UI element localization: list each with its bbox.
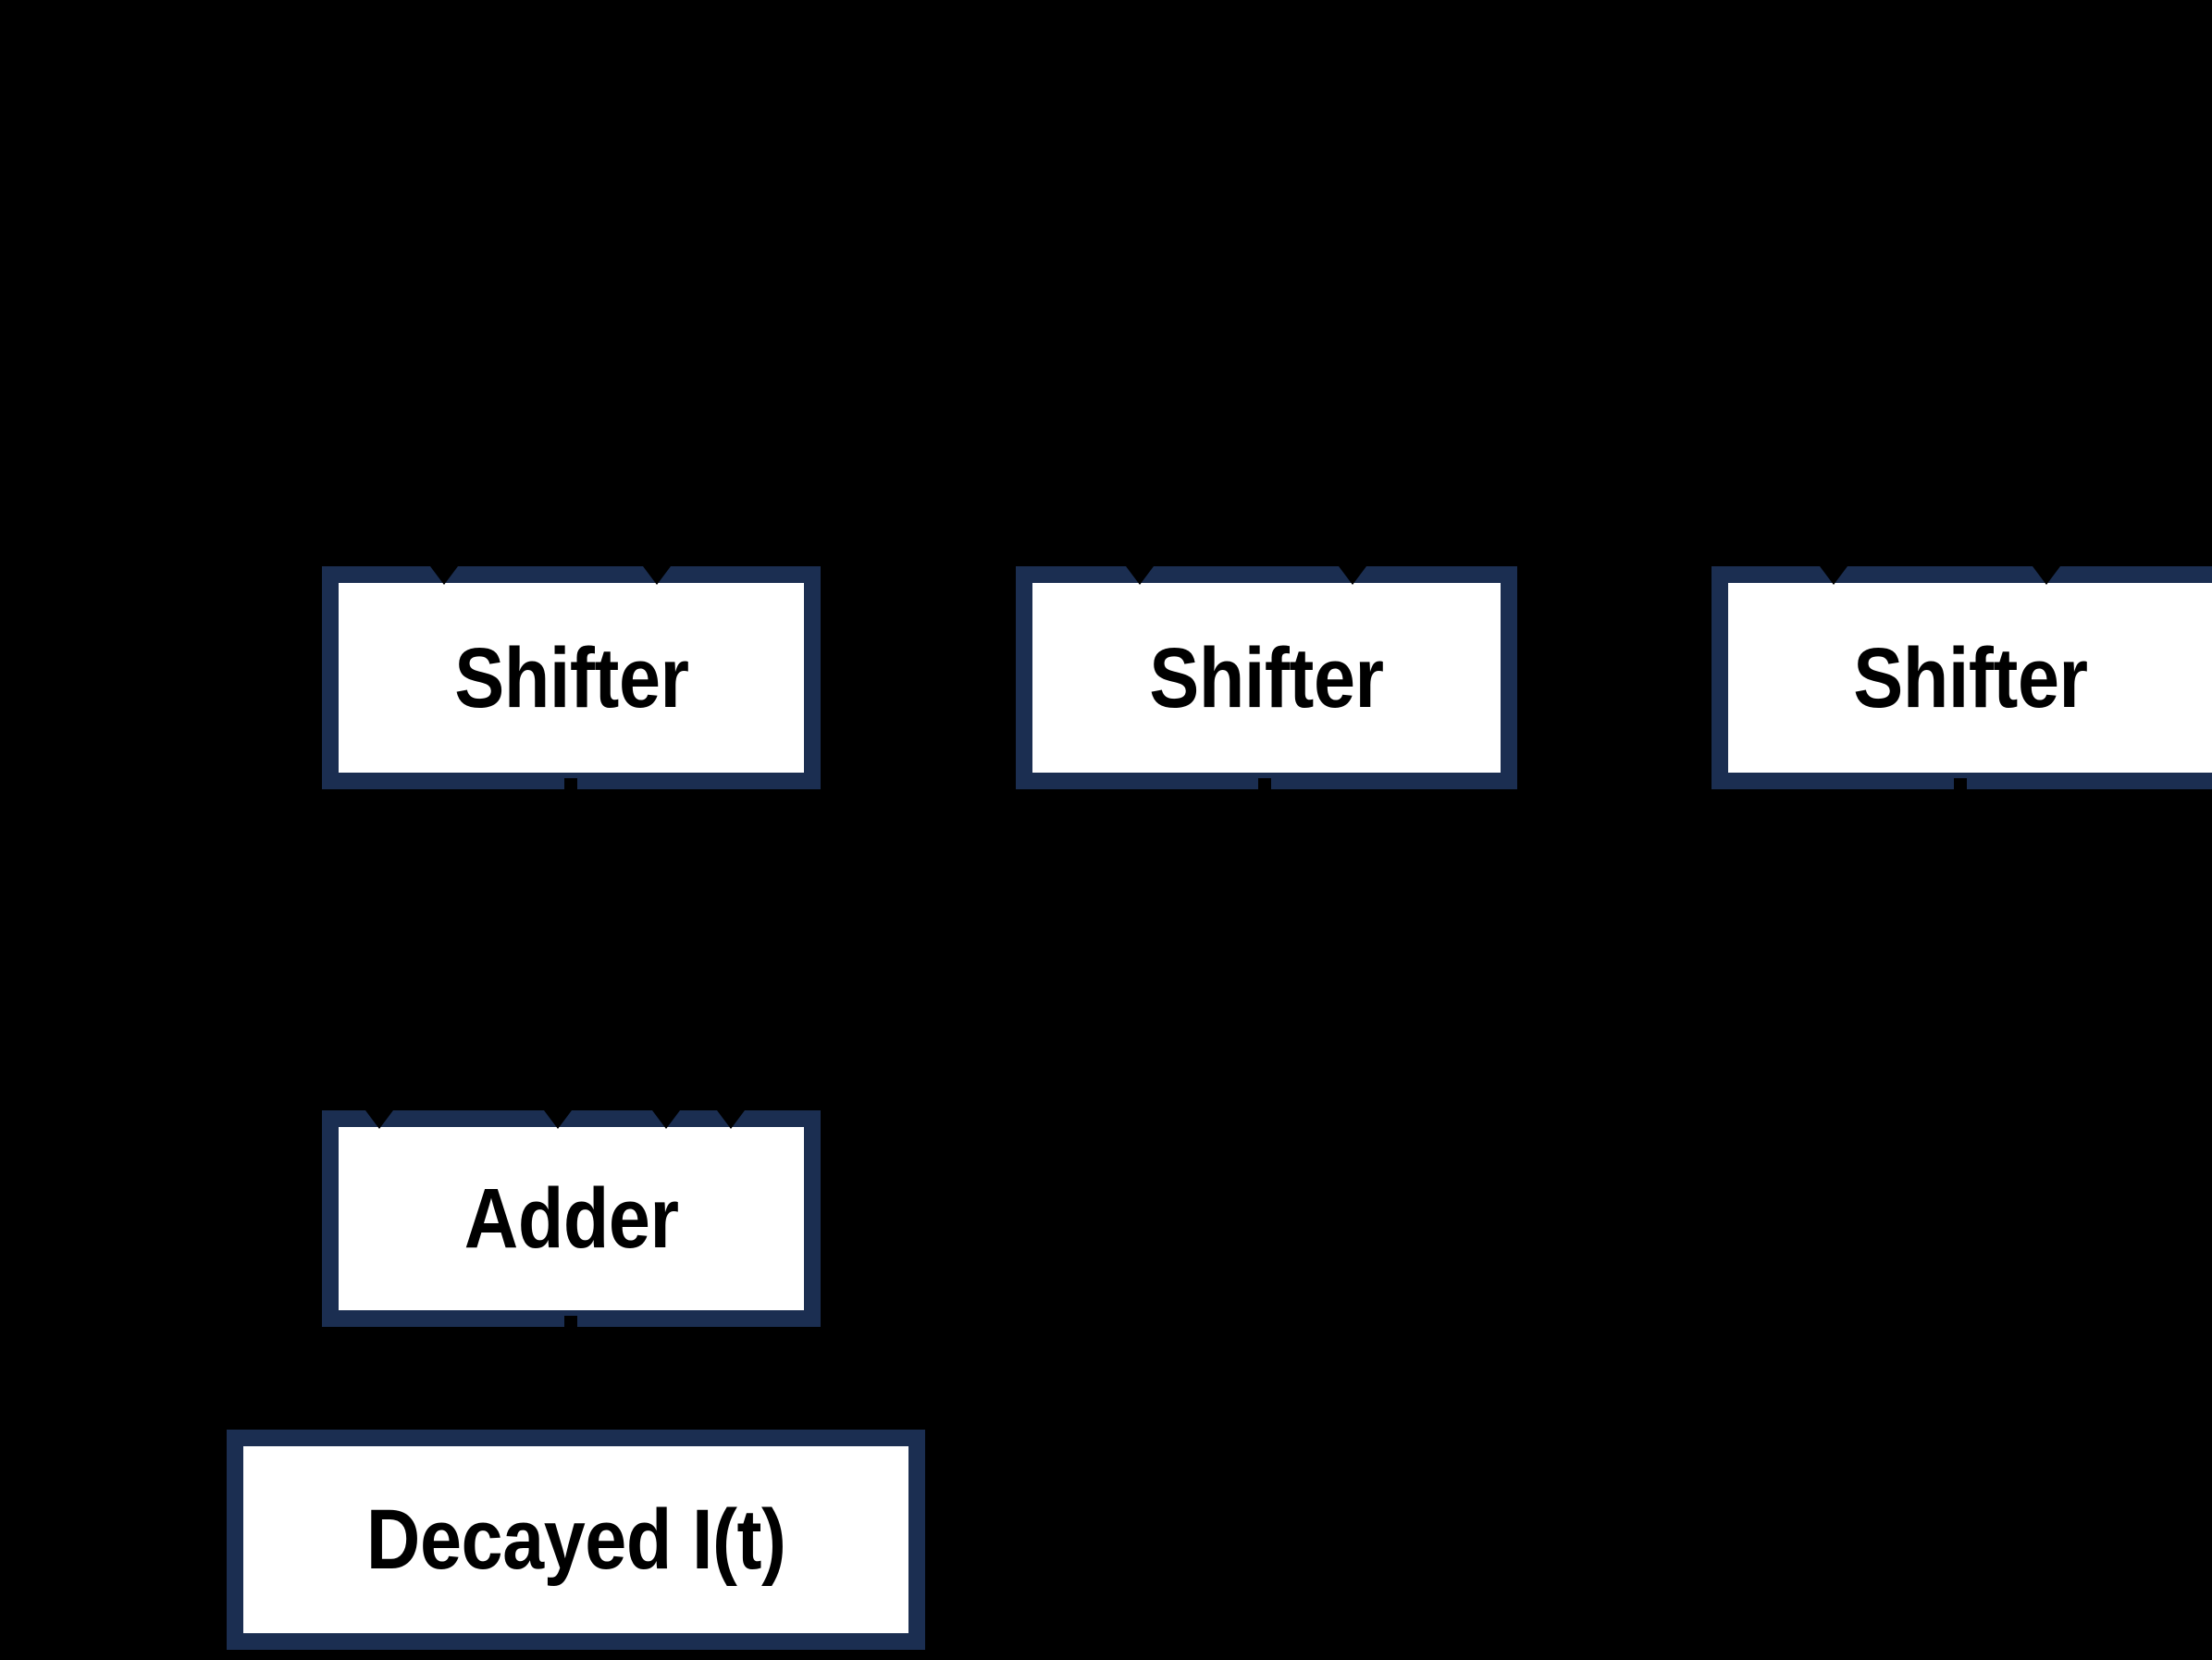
block-shifter-3[interactable]: Shifter <box>1712 566 2212 789</box>
block-decayed-it[interactable]: Decayed I(t) <box>227 1430 925 1650</box>
connector-shifter2-to-adder <box>661 789 1269 1110</box>
block-adder[interactable]: Adder <box>322 1110 821 1327</box>
block-shifter-3-label: Shifter <box>1853 630 2088 725</box>
block-adder-label: Adder <box>463 1171 679 1266</box>
block-shifter-2-label: Shifter <box>1149 630 1384 725</box>
block-decayed-it-label: Decayed I(t) <box>365 1493 786 1587</box>
block-shifter-2[interactable]: Shifter <box>1016 566 1517 789</box>
block-shifter-1[interactable]: Shifter <box>322 566 821 789</box>
block-shifter-1-label: Shifter <box>453 630 689 725</box>
connector-shifter3-to-adder <box>726 789 1965 1110</box>
